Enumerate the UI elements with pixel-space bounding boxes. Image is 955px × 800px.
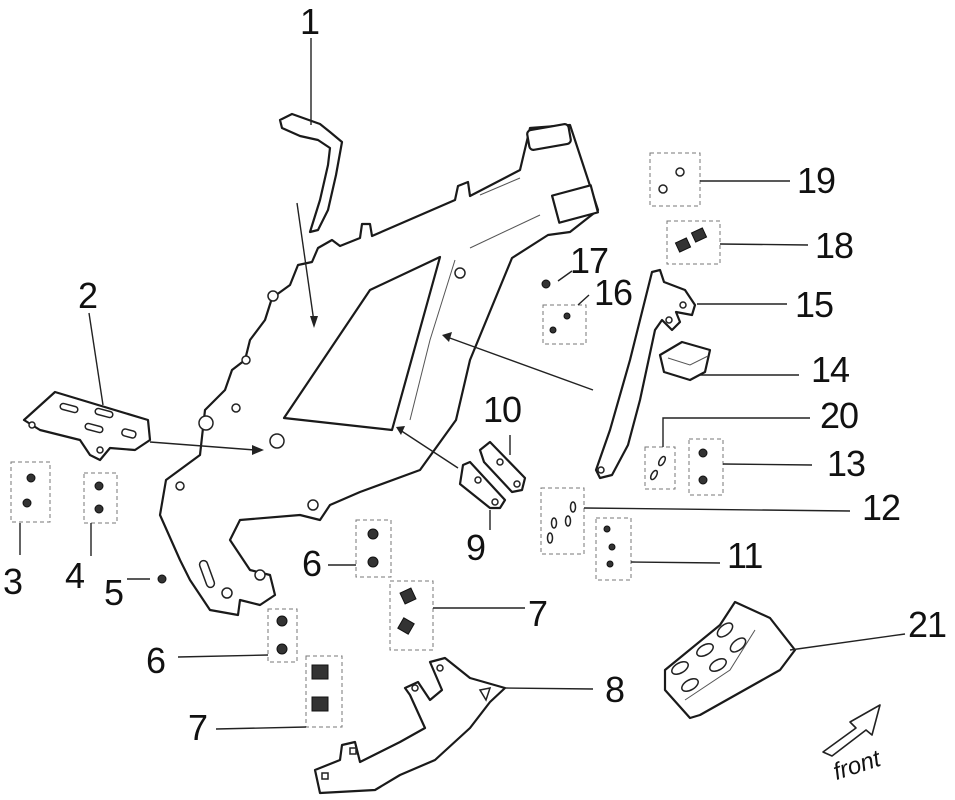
leader-lines — [19, 38, 906, 730]
callout-7b[interactable]: 7 — [188, 707, 208, 748]
callout-6a[interactable]: 6 — [302, 543, 322, 584]
callout-6b[interactable]: 6 — [146, 640, 166, 681]
part-14-clamp[interactable] — [658, 340, 712, 382]
hardware-box-16[interactable] — [542, 304, 587, 345]
part-1-upper-bracket[interactable] — [278, 112, 344, 234]
part-15-side-bracket[interactable] — [594, 268, 697, 480]
callout-1[interactable]: 1 — [300, 1, 320, 42]
hardware-box-12[interactable] — [540, 487, 585, 555]
callout-18[interactable]: 18 — [815, 225, 854, 266]
hardware-nut-17[interactable] — [541, 279, 551, 289]
part-9-plate[interactable] — [458, 460, 507, 510]
callout-13[interactable]: 13 — [827, 443, 866, 484]
callout-15[interactable]: 15 — [795, 284, 834, 325]
hardware-box-3[interactable] — [10, 461, 51, 523]
front-arrow-icon — [822, 704, 881, 757]
hardware-box-11[interactable] — [595, 517, 632, 581]
callout-8[interactable]: 8 — [605, 669, 625, 710]
hardware-box-7a[interactable] — [389, 580, 434, 651]
callout-5[interactable]: 5 — [104, 572, 124, 613]
main-frame[interactable] — [158, 123, 600, 617]
hardware-box-13[interactable] — [688, 438, 724, 496]
hardware-box-20[interactable] — [644, 446, 676, 490]
callout-9[interactable]: 9 — [466, 527, 486, 568]
callout-16[interactable]: 16 — [594, 272, 633, 313]
callout-21[interactable]: 21 — [908, 604, 947, 645]
callout-3[interactable]: 3 — [3, 561, 23, 602]
hardware-box-19[interactable] — [649, 152, 701, 207]
hardware-box-6b[interactable] — [267, 608, 298, 663]
callout-14[interactable]: 14 — [811, 349, 850, 390]
callout-20[interactable]: 20 — [820, 395, 859, 436]
callout-17[interactable]: 17 — [570, 240, 609, 281]
callout-7a[interactable]: 7 — [528, 593, 548, 634]
callout-10[interactable]: 10 — [483, 389, 522, 430]
callout-2[interactable]: 2 — [78, 275, 98, 316]
part-8-skid-bracket[interactable] — [313, 656, 507, 795]
hardware-box-4[interactable] — [83, 472, 118, 524]
part-2-footrest-plate[interactable] — [22, 390, 152, 462]
callout-4[interactable]: 4 — [65, 555, 85, 596]
hardware-box-7b[interactable] — [305, 655, 343, 728]
callout-19[interactable]: 19 — [797, 160, 836, 201]
hardware-box-6a[interactable] — [355, 519, 392, 578]
callout-12[interactable]: 12 — [862, 487, 901, 528]
hardware-nut-5[interactable] — [157, 574, 167, 584]
part-10-plate[interactable] — [478, 440, 527, 494]
part-21-footrest-pad[interactable] — [663, 600, 797, 720]
hardware-box-18[interactable] — [666, 220, 721, 265]
callout-11[interactable]: 11 — [727, 535, 763, 576]
